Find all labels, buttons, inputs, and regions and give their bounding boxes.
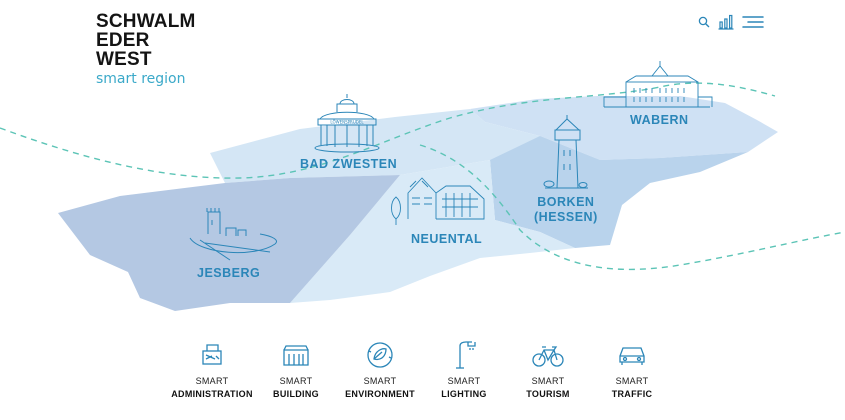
dashed-route-line-2 (419, 144, 845, 271)
category-name: TOURISM (526, 389, 570, 399)
smart-categories: SMART ADMINISTRATION SMART BUILDING SMAR… (160, 338, 680, 418)
menu-icon[interactable] (742, 15, 764, 29)
category-traffic[interactable]: SMART TRAFFIC (584, 338, 680, 401)
environment-icon (332, 338, 428, 372)
category-name: LIGHTING (441, 389, 487, 399)
category-lighting[interactable]: SMART LIGHTING (416, 338, 512, 401)
region-jesberg-area[interactable] (58, 175, 400, 311)
region-label-neuental[interactable]: NEUENTAL (411, 232, 483, 246)
logo-line-1: SCHWALM (96, 11, 196, 32)
logo-line-3: WEST (96, 49, 152, 70)
category-name: ADMINISTRATION (171, 389, 253, 399)
category-name: ENVIRONMENT (345, 389, 415, 399)
category-name: TRAFFIC (611, 389, 653, 399)
borken-landmark-icon (543, 115, 588, 189)
category-smart-label: SMART (615, 376, 649, 386)
traffic-icon (584, 338, 680, 372)
region-label-borken[interactable]: BORKEN (HESSEN) (534, 195, 598, 224)
region-label-bad-zwesten[interactable]: BAD ZWESTEN (300, 157, 398, 171)
category-tourism[interactable]: SMART TOURISM (500, 338, 596, 401)
neuental-landmark-icon (391, 177, 485, 225)
category-smart-label: SMART (195, 376, 229, 386)
logo-tagline: smart region (96, 71, 186, 87)
lighting-icon (416, 338, 512, 372)
category-administration[interactable]: SMART ADMINISTRATION (164, 338, 260, 401)
region-borken-area[interactable] (490, 136, 748, 248)
category-smart-label: SMART (279, 376, 313, 386)
jesberg-landmark-icon (189, 208, 277, 261)
bad-zwesten-landmark-icon (314, 94, 380, 153)
region-bad-zwesten-area[interactable] (210, 109, 600, 183)
landmark-sign-text: LÖWENSPRUDEL (330, 120, 364, 125)
region-label-wabern[interactable]: WABERN (630, 113, 689, 127)
category-environment[interactable]: SMART ENVIRONMENT (332, 338, 428, 401)
logo[interactable]: SCHWALM EDER WEST smart region (96, 12, 196, 88)
category-building[interactable]: SMART BUILDING (248, 338, 344, 401)
wabern-landmark-icon (603, 61, 713, 108)
category-smart-label: SMART (447, 376, 481, 386)
search-icon[interactable] (698, 16, 710, 28)
region-label-jesberg[interactable]: JESBERG (197, 266, 261, 280)
building-icon (248, 338, 344, 372)
region-map: LÖWENSPRUDEL (0, 61, 845, 311)
logo-line-2: EDER (96, 30, 150, 51)
dashed-route-line (0, 82, 776, 179)
region-wabern-area[interactable] (470, 96, 778, 160)
chart-icon[interactable] (718, 14, 734, 30)
category-smart-label: SMART (531, 376, 565, 386)
tourism-icon (500, 338, 596, 372)
category-name: BUILDING (273, 389, 319, 399)
category-smart-label: SMART (363, 376, 397, 386)
administration-icon (164, 338, 260, 372)
top-navigation (698, 12, 764, 32)
region-neuental-area[interactable] (290, 160, 575, 303)
